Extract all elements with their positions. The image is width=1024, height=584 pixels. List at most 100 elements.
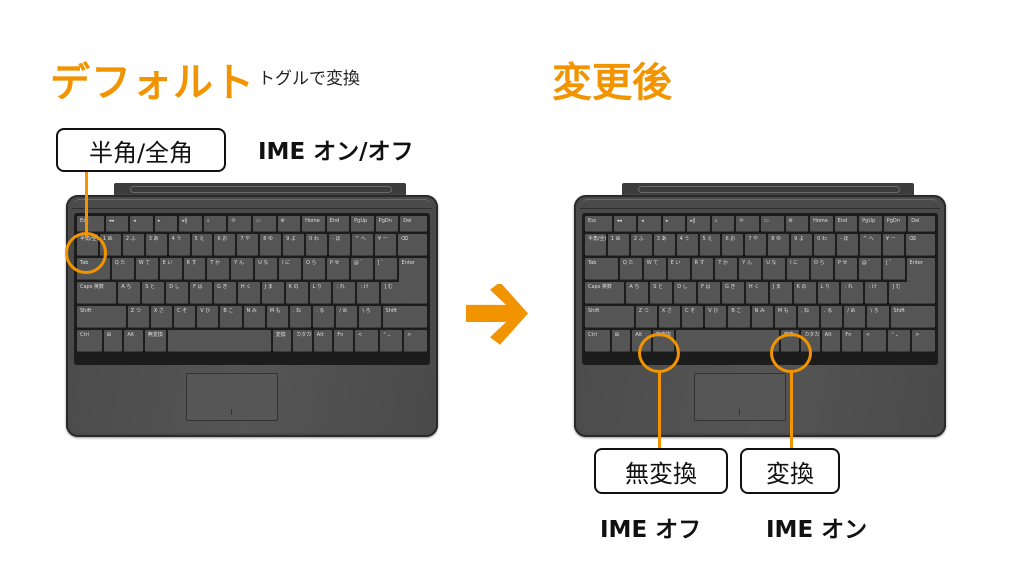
key[interactable]: ▭ xyxy=(253,216,276,232)
key[interactable]: ▸ xyxy=(154,216,178,232)
key[interactable]: / め xyxy=(336,306,358,328)
key[interactable]: - ほ xyxy=(329,234,350,256)
key[interactable]: 6 お xyxy=(214,234,236,256)
key[interactable]: 3 あ xyxy=(145,234,167,256)
key[interactable]: PgUp xyxy=(351,216,374,232)
key[interactable]: [ ゜ xyxy=(374,258,397,280)
key[interactable]: W て xyxy=(135,258,158,280)
key[interactable]: N み xyxy=(243,306,265,328)
key[interactable]: ^ へ xyxy=(859,234,881,256)
key[interactable]: Del xyxy=(400,216,427,232)
key[interactable]: I に xyxy=(279,258,301,280)
key[interactable]: Fn xyxy=(334,330,353,352)
key[interactable]: ] む xyxy=(381,282,404,304)
key[interactable]: 4 う xyxy=(168,234,190,256)
key[interactable]: 0 わ xyxy=(306,234,327,256)
key[interactable]: G き xyxy=(721,282,744,304)
key[interactable]: 変換 xyxy=(272,330,292,352)
key[interactable]: ] む xyxy=(889,282,912,304)
key[interactable]: > xyxy=(404,330,427,352)
key[interactable]: , ね xyxy=(289,306,312,328)
key[interactable]: 1 ぬ xyxy=(607,234,629,256)
key[interactable]: ⌫ xyxy=(905,234,935,256)
key[interactable]: Fn xyxy=(842,330,861,352)
key[interactable]: 6 お xyxy=(722,234,744,256)
key[interactable]: B こ xyxy=(220,306,242,328)
key[interactable]: X さ xyxy=(150,306,172,328)
key[interactable]: J ま xyxy=(261,282,284,304)
key[interactable]: A ち xyxy=(118,282,141,304)
key[interactable]: Esc xyxy=(585,216,612,232)
key[interactable]: ⟳ xyxy=(228,216,251,232)
key[interactable]: Del xyxy=(908,216,935,232)
key[interactable]: ⌃⌄ xyxy=(379,330,403,352)
key[interactable]: Caps 英数 xyxy=(585,282,625,304)
key[interactable]: D し xyxy=(166,282,189,304)
key[interactable]: @ ゛ xyxy=(350,258,373,280)
key[interactable]: End xyxy=(834,216,858,232)
key[interactable]: 7 や xyxy=(237,234,259,256)
key[interactable]: Enter xyxy=(398,258,427,304)
key[interactable]: Shift xyxy=(77,306,126,328)
key[interactable]: Caps 英数 xyxy=(77,282,117,304)
key[interactable]: Y ん xyxy=(739,258,762,280)
key[interactable]: - ほ xyxy=(837,234,858,256)
key[interactable]: T か xyxy=(715,258,738,280)
key[interactable]: 2 ふ xyxy=(630,234,652,256)
key[interactable]: \ ろ xyxy=(867,306,889,328)
key[interactable]: D し xyxy=(674,282,697,304)
key[interactable]: U な xyxy=(763,258,786,280)
key[interactable]: PgUp xyxy=(859,216,882,232)
key[interactable]: . る xyxy=(821,306,843,328)
key[interactable]: Esc xyxy=(77,216,104,232)
key[interactable]: Home xyxy=(302,216,325,232)
key[interactable]: P せ xyxy=(834,258,857,280)
key[interactable]: K の xyxy=(793,282,816,304)
key[interactable]: N み xyxy=(751,306,773,328)
key[interactable]: P せ xyxy=(326,258,349,280)
key[interactable]: Z つ xyxy=(635,306,657,328)
key[interactable]: ◂◂ xyxy=(105,216,129,232)
key[interactable] xyxy=(167,330,271,352)
key[interactable]: A ち xyxy=(626,282,649,304)
key[interactable]: F は xyxy=(190,282,212,304)
key[interactable]: M も xyxy=(774,306,796,328)
key[interactable]: V ひ xyxy=(705,306,727,328)
key[interactable]: 7 や xyxy=(745,234,767,256)
key[interactable]: / め xyxy=(844,306,866,328)
key[interactable]: X さ xyxy=(658,306,680,328)
key[interactable]: ⌫ xyxy=(397,234,427,256)
key[interactable]: Shift xyxy=(585,306,634,328)
key[interactable]: 無変換 xyxy=(144,330,166,352)
key[interactable]: ⟳ xyxy=(736,216,759,232)
key[interactable]: O ら xyxy=(302,258,325,280)
key[interactable]: Alt xyxy=(313,330,333,352)
key[interactable]: : け xyxy=(865,282,888,304)
key[interactable]: . る xyxy=(313,306,335,328)
key[interactable]: 3 あ xyxy=(653,234,675,256)
key[interactable]: [ ゜ xyxy=(882,258,905,280)
key[interactable]: C そ xyxy=(174,306,196,328)
key[interactable]: \ ろ xyxy=(359,306,381,328)
key[interactable]: > xyxy=(912,330,935,352)
key[interactable]: ⌃⌄ xyxy=(887,330,911,352)
key[interactable]: Ctrl xyxy=(585,330,610,352)
key[interactable]: 2 ふ xyxy=(122,234,144,256)
key[interactable]: 0 わ xyxy=(814,234,835,256)
key[interactable]: 8 ゆ xyxy=(768,234,790,256)
key[interactable]: S と xyxy=(142,282,165,304)
key[interactable]: ◂◂ xyxy=(613,216,637,232)
key[interactable]: L り xyxy=(309,282,332,304)
key[interactable]: Q た xyxy=(619,258,642,280)
key[interactable]: E い xyxy=(667,258,690,280)
key[interactable]: S と xyxy=(650,282,673,304)
key[interactable]: E い xyxy=(159,258,182,280)
key[interactable]: K の xyxy=(285,282,308,304)
key[interactable]: PgDn xyxy=(375,216,399,232)
key[interactable]: Home xyxy=(810,216,833,232)
key[interactable]: ▭ xyxy=(761,216,784,232)
key[interactable]: Tab xyxy=(585,258,618,280)
key[interactable]: O ら xyxy=(810,258,833,280)
key[interactable]: B こ xyxy=(728,306,750,328)
key[interactable]: 5 え xyxy=(699,234,721,256)
